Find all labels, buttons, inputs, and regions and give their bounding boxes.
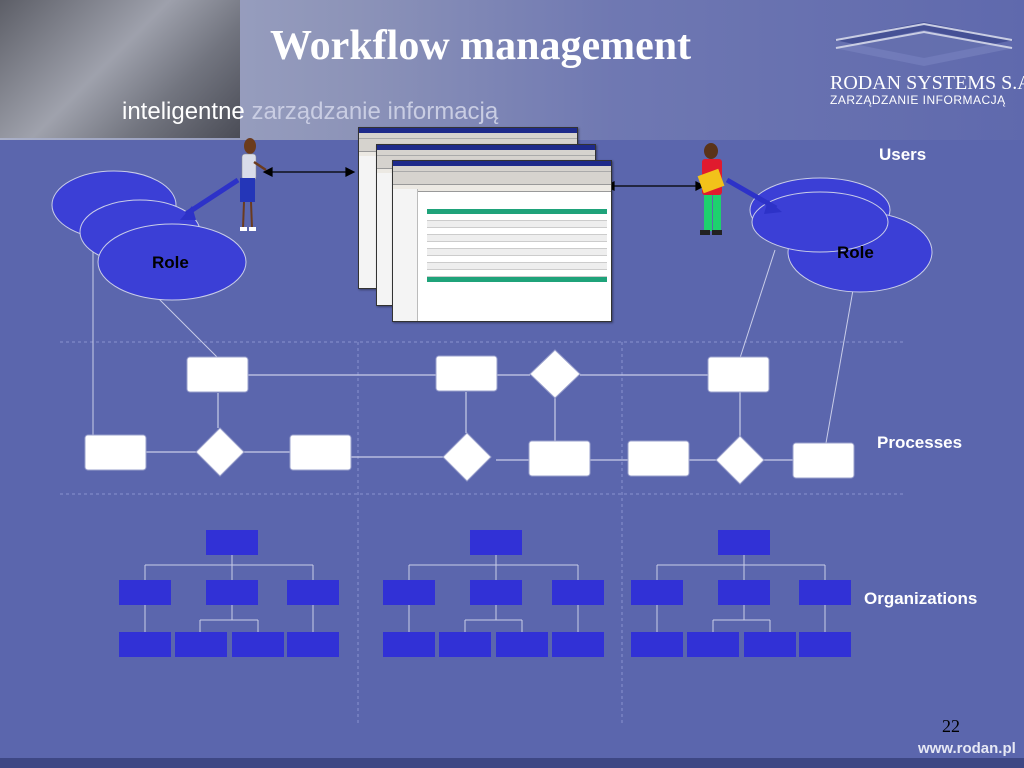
footer-bar: [0, 758, 1024, 768]
company-logo-icon: [834, 22, 1014, 66]
role-label-left: Role: [152, 253, 189, 272]
process-box-3: [707, 356, 770, 393]
org-tree-2: [383, 530, 604, 657]
decision-diamond-2: [529, 349, 581, 399]
user-role-arrows: [180, 177, 782, 220]
role-label-right: Role: [837, 243, 874, 262]
org-tree-3: [631, 530, 851, 657]
process-box-8: [792, 442, 855, 479]
footer-url: www.rodan.pl: [918, 740, 1016, 757]
process-box-6: [528, 440, 591, 477]
separator-lines: [60, 341, 905, 725]
company-name: RODAN SYSTEMS S.A.: [830, 72, 1024, 94]
decision-diamond-1: [195, 427, 245, 477]
page-number: 22: [942, 716, 960, 736]
process-box-1: [186, 356, 249, 393]
tagline: inteligentne zarządzanie informacją: [122, 98, 498, 126]
app-window-front: [392, 160, 612, 322]
org-tree-1: [119, 530, 339, 657]
role-connectors: [92, 240, 854, 444]
process-flow-lines: [146, 374, 793, 461]
decision-diamond-3: [442, 432, 492, 482]
tagline-part2: zarządzanie informacją: [251, 98, 499, 125]
header-photo: [0, 0, 240, 138]
role-cloud-left: [51, 170, 247, 301]
organizations-label: Organizations: [864, 589, 978, 608]
user-figure-right-icon: [697, 143, 725, 235]
processes-label: Processes: [877, 433, 963, 452]
users-label: Users: [879, 145, 927, 164]
decision-diamond-4: [715, 435, 765, 485]
process-boxes: [84, 355, 855, 479]
page-title: Workflow management: [270, 23, 692, 69]
process-box-4: [84, 434, 147, 471]
task-table: [427, 209, 607, 282]
process-box-5: [289, 434, 352, 471]
process-box-7: [627, 440, 690, 477]
decision-diamonds: [195, 349, 765, 485]
user-figure-left-icon: [240, 138, 267, 231]
company-subtitle: ZARZĄDZANIE INFORMACJĄ: [830, 93, 1006, 107]
tagline-part1: inteligentne: [122, 98, 245, 125]
role-cloud-right: [749, 177, 933, 293]
process-box-2: [435, 355, 498, 392]
